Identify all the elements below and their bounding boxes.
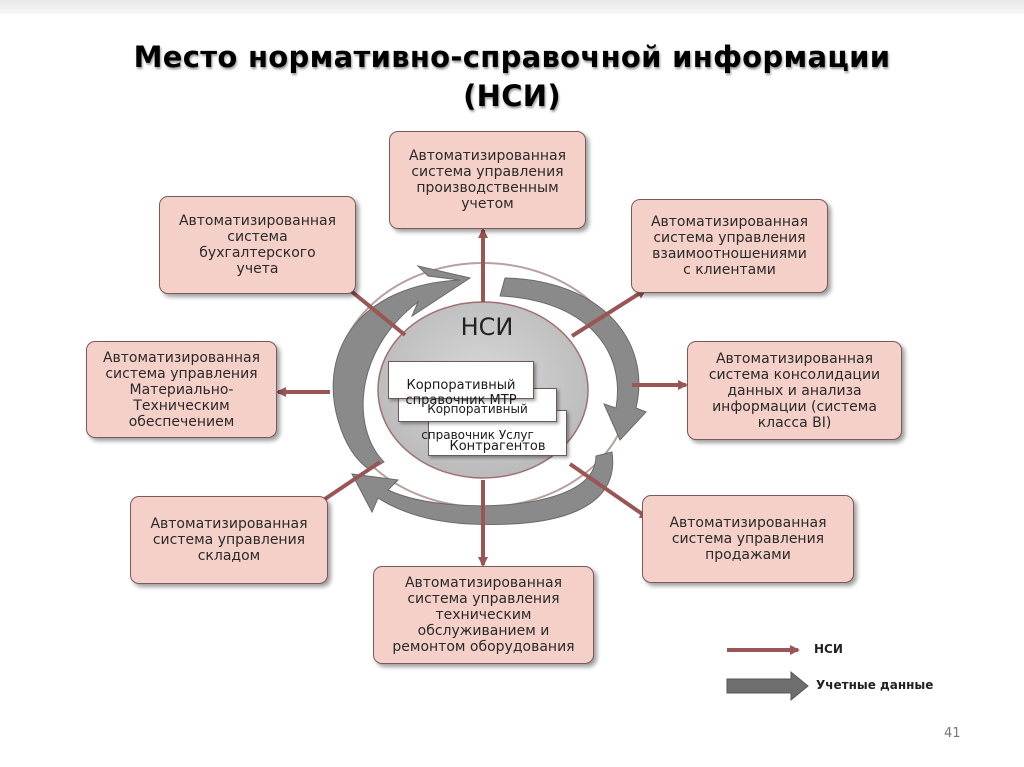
card-contractors-label: Контрагентов (449, 439, 546, 454)
slide-title-line1: Место нормативно-справочной информации (133, 40, 891, 74)
card-services: Корпоративный справочник Услуг (398, 388, 557, 442)
cycle-arrow-left (332, 265, 472, 471)
page-number: 41 (944, 726, 961, 741)
box-production-accounting: Автоматизированная система управления пр… (389, 131, 586, 229)
slide-top-bar (0, 0, 1024, 14)
arrow-to-sales (568, 462, 650, 520)
legend-data-arrow (726, 670, 809, 702)
arrow-to-warehouse (314, 460, 382, 507)
box-maintenance: Автоматизированная система управления те… (373, 566, 594, 664)
box-material-supply: Автоматизированная система управления Ма… (86, 341, 277, 438)
card-mtr-label: Корпоративный справочник МТР (405, 378, 517, 408)
card-mtr: Корпоративный справочник МТР (388, 361, 534, 408)
box-crm: Автоматизированная система управления вз… (631, 199, 828, 293)
slide-title-line2: (НСИ) (463, 79, 561, 113)
legend-accounting-data-label: Учетные данные (816, 678, 934, 692)
cycle-arrow-bottom (351, 451, 614, 525)
box-bi: Автоматизированная система консолидации … (687, 341, 902, 440)
legend-nsi-label: НСИ (814, 642, 843, 656)
card-services-label-top: Корпоративный (427, 402, 528, 416)
box-bookkeeping: Автоматизированная система бухгалтерског… (159, 196, 356, 294)
box-warehouse: Автоматизированная система управления ск… (130, 496, 328, 584)
card-services-label: справочник Услуг (421, 428, 534, 442)
slide-title: Место нормативно-справочной информации (… (0, 38, 1024, 116)
box-sales: Автоматизированная система управления пр… (642, 495, 854, 583)
cycle-arrow-right (499, 277, 647, 441)
arrow-to-crm (570, 288, 647, 338)
accounting-data-cycle (332, 265, 647, 525)
nsi-center-label: НСИ (460, 313, 514, 341)
